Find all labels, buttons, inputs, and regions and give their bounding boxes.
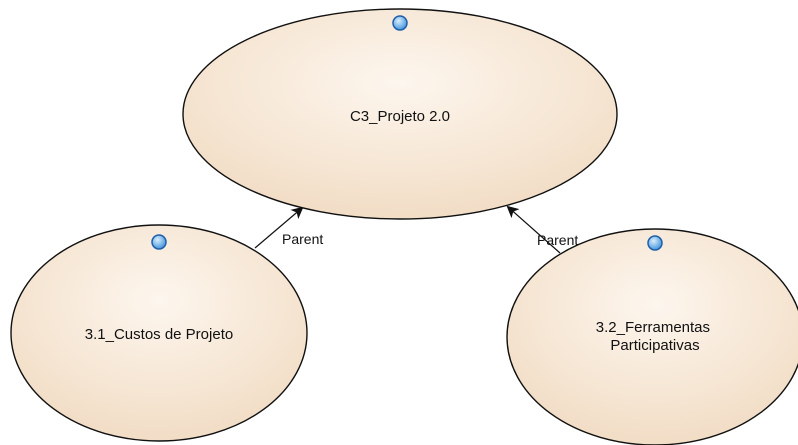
node-ellipse [182, 8, 618, 220]
connection-handle-icon[interactable] [392, 15, 408, 31]
node-label: C3_Projeto 2.0 [350, 108, 450, 125]
connection-handle-icon[interactable] [151, 234, 167, 250]
connector-line [254, 206, 304, 249]
node-label: 3.2_Ferramentas Participativas [596, 319, 714, 354]
edge-child1-to-root[interactable]: Parent [254, 206, 323, 249]
node-ellipse [10, 224, 308, 442]
node-c3-projeto[interactable]: C3_Projeto 2.0 [182, 8, 618, 220]
edge-label: Parent [282, 231, 323, 247]
connector-line [506, 205, 561, 254]
node-custos-de-projeto[interactable]: 3.1_Custos de Projeto [10, 224, 308, 442]
edge-child2-to-root[interactable]: Parent [506, 205, 578, 254]
node-label: 3.1_Custos de Projeto [85, 326, 233, 343]
node-ellipse [506, 228, 798, 445]
connection-handle-icon[interactable] [647, 235, 663, 251]
edge-label: Parent [537, 232, 578, 248]
node-ferramentas-participativas[interactable]: 3.2_Ferramentas Participativas [506, 228, 798, 445]
